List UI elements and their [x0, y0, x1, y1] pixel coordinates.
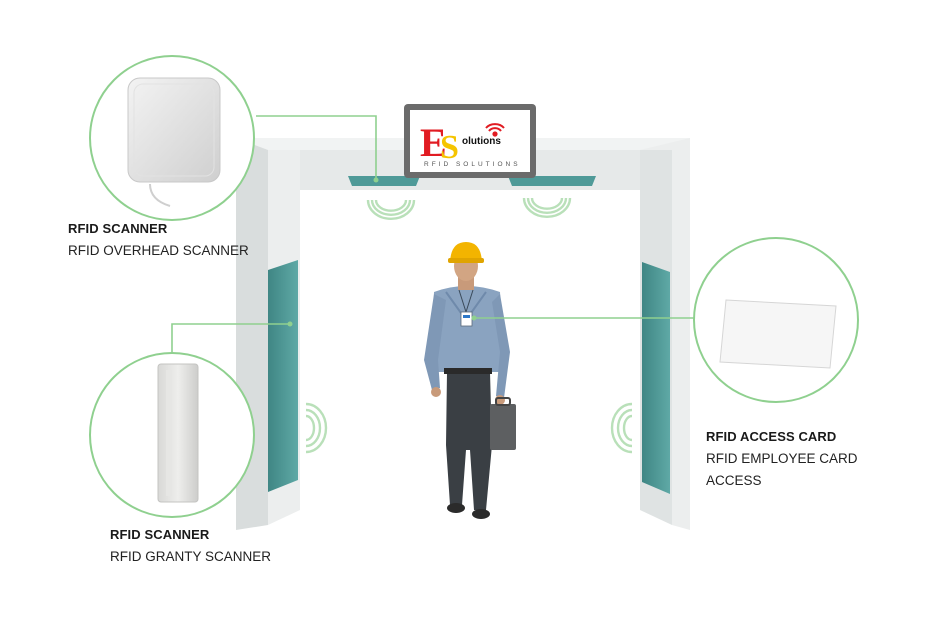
- briefcase-icon: [490, 397, 516, 450]
- rfid-wifi-icon: [485, 123, 505, 137]
- overhead-scanner-title: RFID SCANNER: [68, 221, 168, 236]
- gantry-scanner-subtitle: RFID GRANTY SCANNER: [110, 549, 272, 564]
- logo-letter-e: E: [420, 120, 447, 165]
- connector-gantry: [171, 323, 290, 354]
- signal-waves-side-left: [305, 402, 328, 454]
- callout-access-card: [693, 237, 859, 403]
- label-overhead-scanner: RFID SCANNER RFID OVERHEAD SCANNER: [68, 218, 249, 262]
- overhead-reader-right: [508, 176, 596, 186]
- access-card-title: RFID ACCESS CARD: [706, 429, 837, 444]
- access-card-subtitle-line2: ACCESS: [706, 473, 762, 488]
- access-card-icon: [719, 299, 837, 369]
- connector-overhead: [256, 115, 377, 180]
- logo-letter-s: S: [440, 129, 459, 166]
- gate-side-panel-right: [642, 262, 670, 494]
- overhead-reader-left: [348, 176, 420, 186]
- signal-waves-overhead-right: [522, 197, 572, 218]
- callout-overhead-scanner: [89, 55, 255, 221]
- worker-figure: [424, 242, 516, 519]
- signal-waves-overhead-left: [366, 199, 416, 220]
- hard-hat-icon: [448, 242, 484, 263]
- logo-tagline: RFID SOLUTIONS: [424, 161, 521, 168]
- callout-gantry-scanner: [89, 352, 255, 518]
- gantry-scanner-title: RFID SCANNER: [110, 527, 210, 542]
- signal-waves-side-right: [610, 402, 633, 454]
- logo-display-screen: E S olutions RFID SOLUTIONS: [404, 104, 536, 178]
- connector-dot-gantry: [287, 321, 293, 327]
- connector-dot-overhead: [373, 177, 379, 183]
- gantry-antenna-icon: [157, 363, 199, 503]
- overhead-antenna-icon: [127, 77, 221, 207]
- connector-lines: [171, 115, 694, 354]
- connector-dot-card: [471, 315, 477, 321]
- access-card-subtitle-line1: RFID EMPLOYEE CARD: [706, 451, 858, 466]
- gate-side-panel-left: [268, 260, 298, 492]
- logo-word: olutions: [462, 136, 501, 147]
- label-access-card: RFID ACCESS CARD RFID EMPLOYEE CARD ACCE…: [706, 426, 858, 492]
- label-gantry-scanner: RFID SCANNER RFID GRANTY SCANNER: [110, 524, 271, 568]
- overhead-scanner-subtitle: RFID OVERHEAD SCANNER: [68, 243, 249, 258]
